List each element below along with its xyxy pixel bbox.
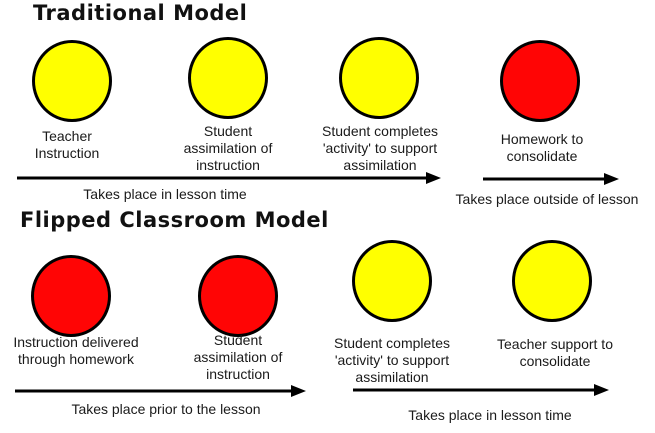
- traditional-stage-label-student-activity: Student completes 'activity' to support …: [322, 123, 438, 173]
- traditional-outside-timeline-label: Takes place outside of lesson: [455, 191, 639, 207]
- traditional-stage-circle-student-assimilation: [188, 37, 268, 119]
- traditional-outside-arrow: [483, 173, 619, 185]
- traditional-lesson-timeline-label: Takes place in lesson time: [83, 186, 247, 202]
- flipped-stage-circle-instruction-homework: [31, 255, 111, 337]
- flipped-stage-label-instruction-homework: Instruction delivered through homework: [13, 334, 139, 367]
- flipped-prior-arrow: [15, 385, 306, 397]
- traditional-stage-label-teacher-instruction: Teacher Instruction: [34, 128, 100, 161]
- flipped-stage-label-student-activity: Student completes 'activity' to support …: [334, 335, 450, 385]
- flipped-stage-circle-student-assimilation: [198, 255, 278, 337]
- traditional-stage-label-homework: Homework to consolidate: [500, 131, 584, 164]
- flipped-stage-circle-student-activity: [352, 240, 432, 322]
- traditional-stage-circle-homework: [500, 40, 580, 122]
- flipped-stage-label-student-assimilation: Student assimilation of instruction: [193, 332, 283, 382]
- flipped-model-title: Flipped Classroom Model: [20, 208, 329, 232]
- flipped-stage-label-teacher-support: Teacher support to consolidate: [497, 336, 613, 369]
- flipped-stage-circle-teacher-support: [512, 240, 592, 322]
- flipped-prior-timeline-label: Takes place prior to the lesson: [71, 401, 261, 417]
- traditional-stage-circle-teacher-instruction: [32, 40, 112, 122]
- traditional-stage-label-student-assimilation: Student assimilation of instruction: [183, 123, 273, 173]
- traditional-stage-circle-student-activity: [339, 37, 419, 119]
- traditional-model-title: Traditional Model: [33, 1, 248, 25]
- flipped-lesson-timeline-label: Takes place in lesson time: [408, 407, 572, 423]
